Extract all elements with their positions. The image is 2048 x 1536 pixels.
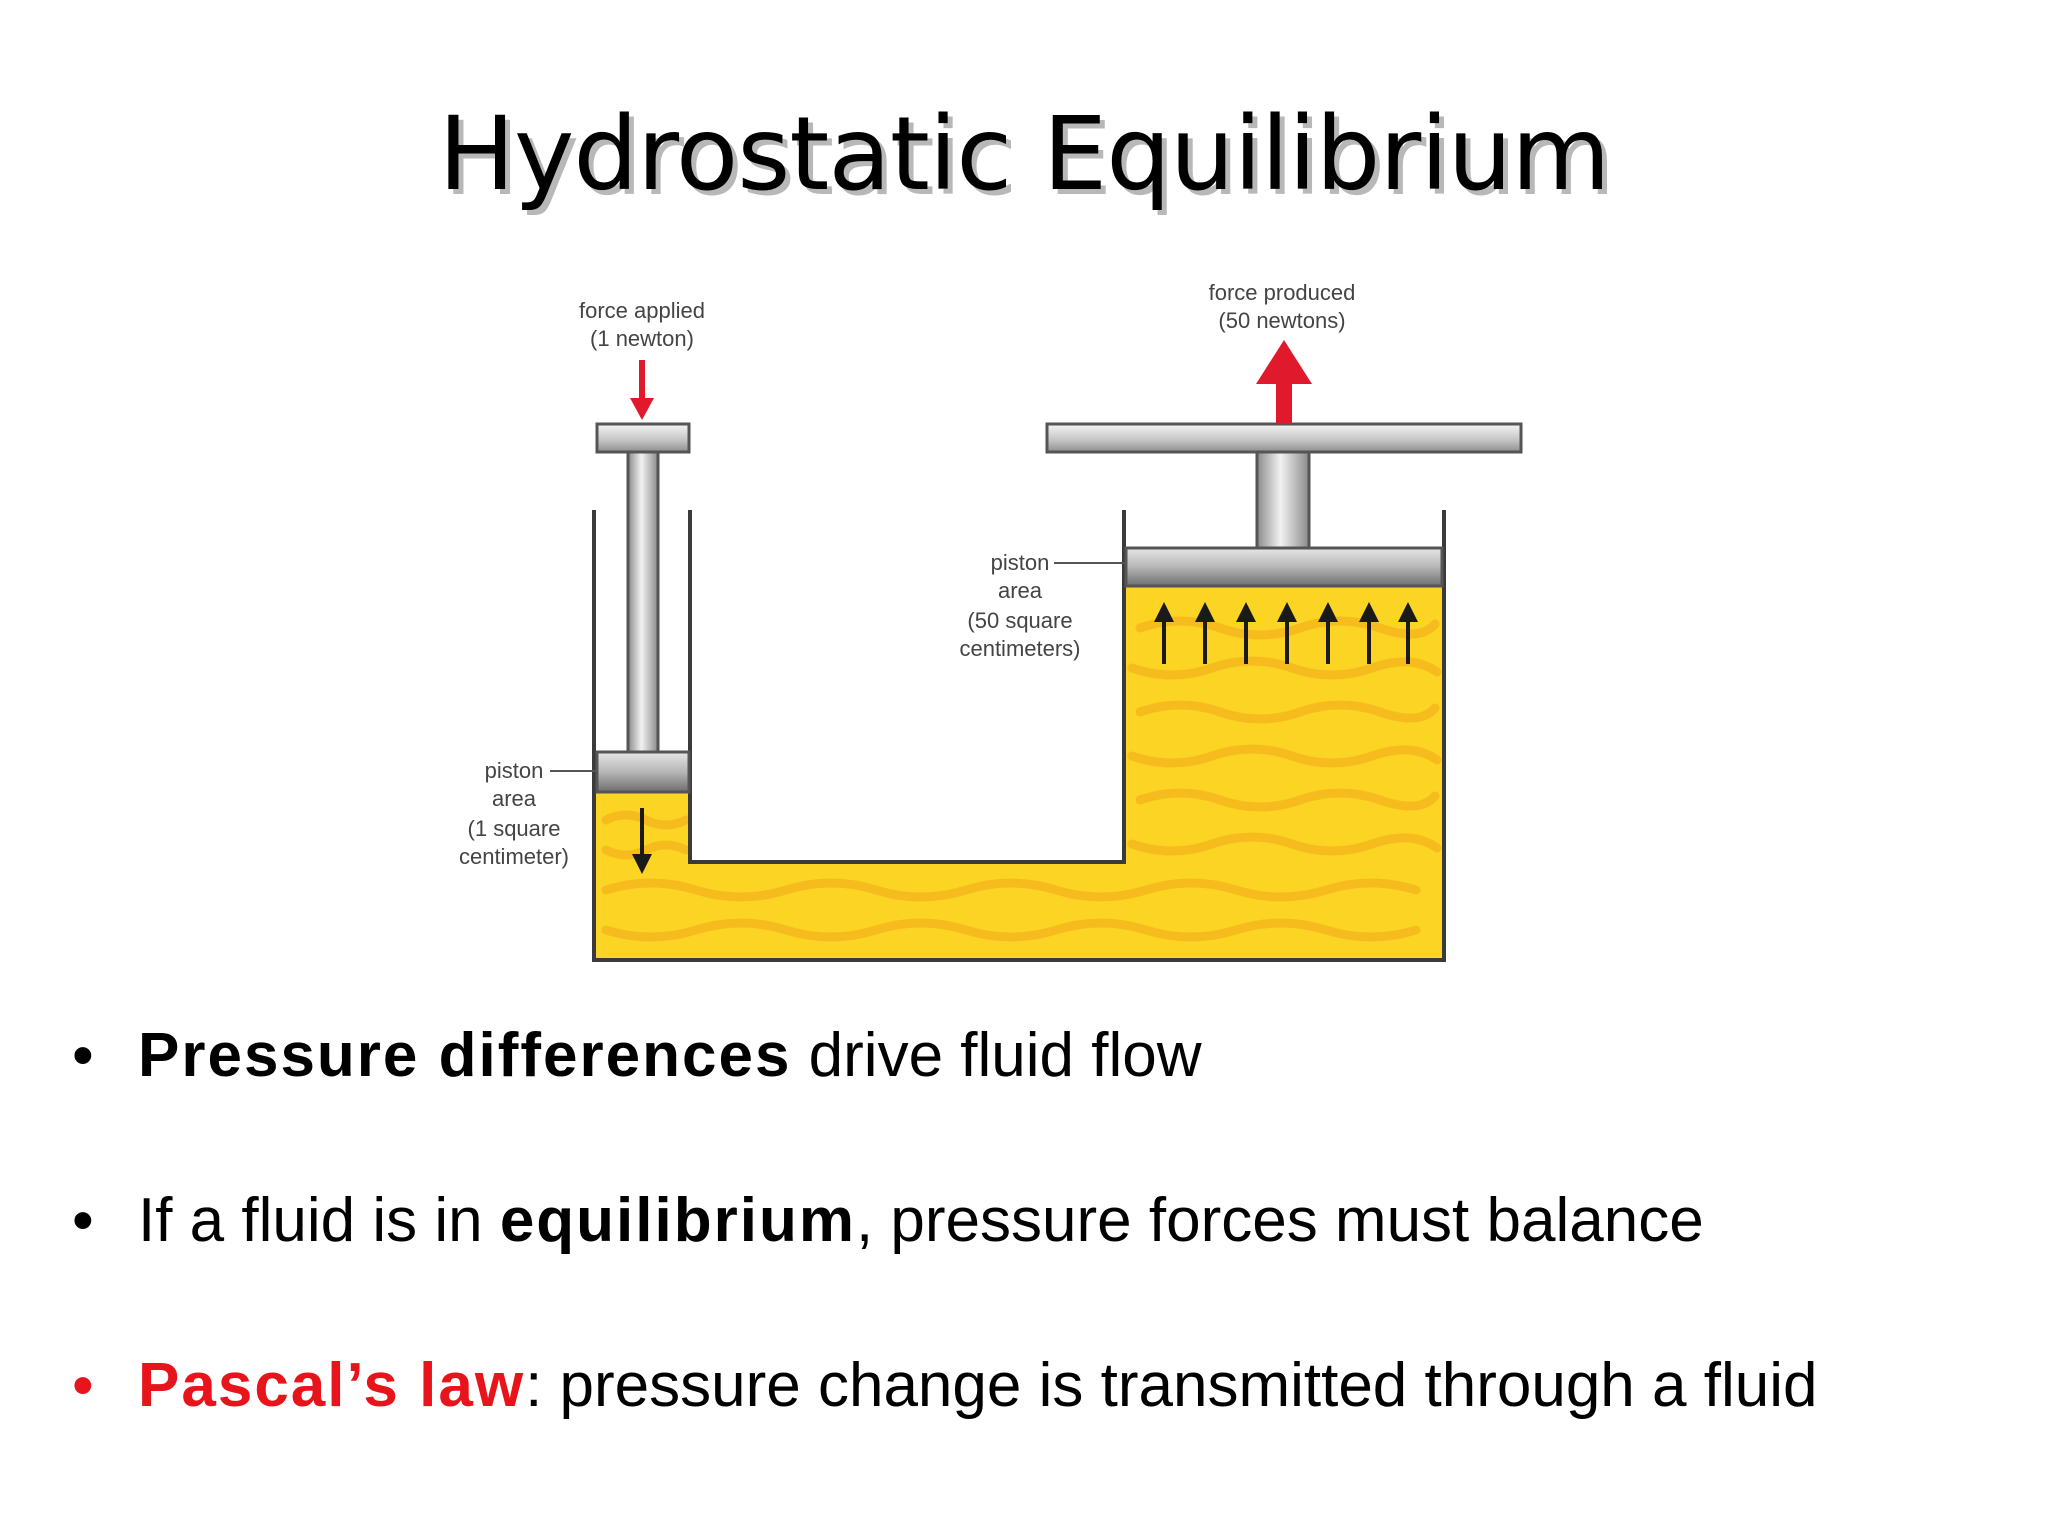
large-piston-label-4: centimeters) — [959, 636, 1080, 661]
slide-title: Hydrostatic Equilibrium — [438, 95, 1610, 214]
small-piston-label-3: (1 square — [468, 816, 561, 841]
hydraulic-fluid — [596, 586, 1442, 958]
pressure-up-arrows — [1154, 602, 1418, 664]
label-leader-lines — [550, 562, 1126, 772]
small-piston — [595, 422, 691, 794]
bullet-pressure-differences: • Pressure differences drive fluid flow — [72, 1020, 1202, 1092]
bullet-equilibrium: • If a fluid is in equilibrium, pressure … — [72, 1185, 1704, 1257]
bullet-1-text: drive fluid flow — [791, 1021, 1202, 1090]
force-applied-arrow — [630, 360, 654, 420]
bullet-3-text: : pressure change is transmitted through… — [525, 1351, 1818, 1420]
force-produced-label-1: force produced — [1209, 280, 1356, 305]
bullet-marker: • — [72, 1351, 94, 1420]
force-produced-label-2: (50 newtons) — [1218, 308, 1345, 333]
force-produced-arrow — [1256, 340, 1312, 424]
bullet-2-pre: If a fluid is in — [138, 1186, 500, 1255]
small-piston-label-4: centimeter) — [459, 844, 569, 869]
bullet-marker: • — [72, 1186, 94, 1255]
large-piston — [1045, 422, 1523, 588]
bullet-marker: • — [72, 1021, 94, 1090]
small-piston-label-2: area — [492, 786, 537, 811]
bullet-1-bold: Pressure differences — [138, 1021, 792, 1090]
small-piston-label-1: piston — [485, 758, 544, 783]
bullet-2-text: , pressure forces must balance — [855, 1186, 1704, 1255]
bullet-3-bold: Pascal’s law — [138, 1351, 526, 1420]
large-piston-label-1: piston — [991, 550, 1050, 575]
force-applied-label-2: (1 newton) — [590, 326, 694, 351]
force-applied-label-1: force applied — [579, 298, 705, 323]
small-cylinder-down-arrow — [632, 808, 652, 874]
bullet-pascals-law: • Pascal’s law: pressure change is transm… — [72, 1350, 1817, 1422]
large-piston-label-3: (50 square — [967, 608, 1072, 633]
cylinder-walls — [592, 510, 1446, 962]
bullet-2-bold: equilibrium — [499, 1186, 856, 1255]
large-piston-label-2: area — [998, 578, 1043, 603]
